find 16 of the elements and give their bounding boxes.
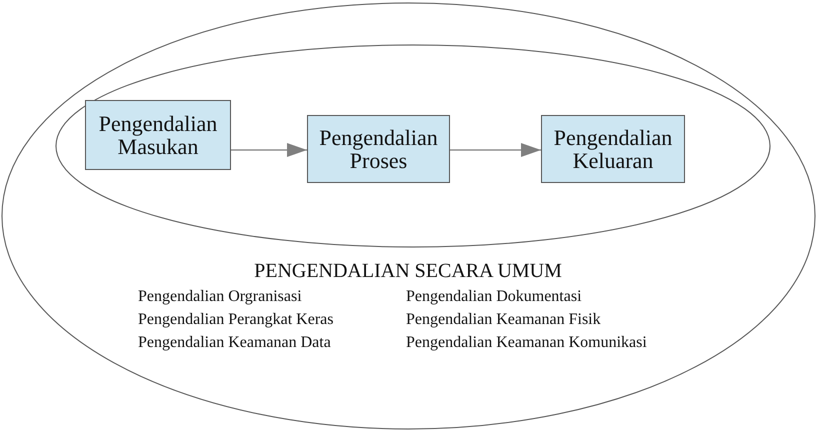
section-heading: PENGENDALIAN SECARA UMUM <box>254 260 562 283</box>
list-item: Pengendalian Perangkat Keras <box>138 311 334 329</box>
arrow <box>450 143 541 157</box>
list-item: Pengendalian Keamanan Komunikasi <box>406 334 647 352</box>
process-box <box>307 115 450 183</box>
box-label: Pengendalian Masukan <box>98 112 218 158</box>
list-item: Pengendalian Keamanan Fisik <box>406 311 601 329</box>
process-box <box>85 100 231 170</box>
box-label: Pengendalian Proses <box>318 126 439 172</box>
list-item: Pengendalian Orgranisasi <box>138 288 302 306</box>
list-item: Pengendalian Dokumentasi <box>406 288 582 306</box>
box-label: Pengendalian Keluaran <box>552 126 674 172</box>
ellipse-outline <box>55 44 771 248</box>
arrow <box>231 143 307 157</box>
process-box <box>541 115 685 183</box>
list-item: Pengendalian Keamanan Data <box>138 334 331 352</box>
